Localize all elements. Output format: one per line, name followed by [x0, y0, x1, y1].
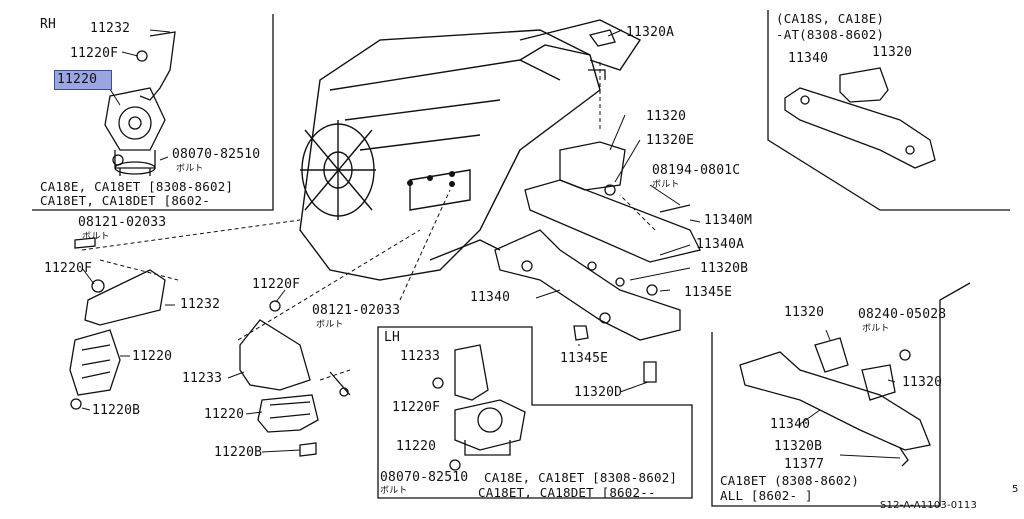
- part-11220B-mid[interactable]: 11220B: [214, 445, 263, 460]
- bolt-label-rh: ボルト: [176, 164, 204, 174]
- bolt-label-br: ボルト: [862, 324, 890, 334]
- part-11220-left[interactable]: 11220: [132, 349, 173, 364]
- part-11220F-rh[interactable]: 11220F: [70, 46, 119, 61]
- part-11220F-left[interactable]: 11220F: [44, 261, 93, 276]
- part-08121-02033-mid[interactable]: 08121-02033: [312, 303, 401, 318]
- part-08070-82510-lh[interactable]: 08070-82510: [380, 470, 469, 485]
- part-11320-br-b[interactable]: 11320: [902, 375, 943, 390]
- section-label-rh: RH: [40, 17, 57, 32]
- part-11345E-a[interactable]: 11345E: [684, 285, 733, 300]
- part-11320-tr[interactable]: 11320: [872, 45, 913, 60]
- lh-mount-drawing: [432, 344, 526, 471]
- note-lh-1: CA18E, CA18ET [8308-8602]: [484, 470, 678, 485]
- br-box-border: [711, 282, 971, 507]
- part-11220-mid[interactable]: 11220: [204, 407, 245, 422]
- note-br-1: CA18ET (8308-8602): [720, 473, 860, 488]
- note-rh-1: CA18E, CA18ET [8308-8602]: [40, 179, 234, 194]
- note-rh-2: CA18ET, CA18DET [8602-: [40, 193, 210, 208]
- part-11233-mid[interactable]: 11233: [182, 371, 223, 386]
- note-lh-2: CA18ET, CA18DET [8602--: [478, 485, 656, 500]
- note-br-2: ALL [8602- ]: [720, 488, 813, 503]
- part-11220-rh-selected[interactable]: 11220: [54, 70, 112, 90]
- part-11340A[interactable]: 11340A: [696, 237, 745, 252]
- part-11340M[interactable]: 11340M: [704, 213, 753, 228]
- part-11340-center[interactable]: 11340: [470, 290, 511, 305]
- part-11340-br[interactable]: 11340: [770, 417, 811, 432]
- part-08240-05028[interactable]: 08240-05028: [858, 307, 947, 322]
- part-11320B-center[interactable]: 11320B: [700, 261, 749, 276]
- part-11232-rh[interactable]: 11232: [90, 21, 131, 36]
- rh-mount-drawing: [104, 31, 176, 176]
- engine-bolt-dots: [407, 171, 455, 187]
- note-tr-2: -AT(8308-8602): [776, 27, 885, 42]
- part-11220-lh[interactable]: 11220: [396, 439, 437, 454]
- part-11320E[interactable]: 11320E: [646, 133, 695, 148]
- part-11320-br-a[interactable]: 11320: [784, 305, 825, 320]
- part-11233-lh[interactable]: 11233: [400, 349, 441, 364]
- note-tr-1: (CA18S, CA18E): [776, 11, 885, 26]
- section-label-lh: LH: [384, 330, 401, 345]
- engine-block-drawing: [299, 19, 642, 281]
- tr-box-border: [767, 10, 1010, 211]
- part-08070-82510-rh[interactable]: 08070-82510: [172, 147, 261, 162]
- bolt-label-center: ボルト: [652, 180, 680, 190]
- bolt-label-lh: ボルト: [380, 486, 408, 496]
- part-08121-02033-left[interactable]: 08121-02033: [78, 215, 167, 230]
- part-11320B-br[interactable]: 11320B: [774, 439, 823, 454]
- br-box-drawing: [739, 337, 931, 467]
- bolt-label-mid: ボルト: [316, 320, 344, 330]
- part-08194-0801C[interactable]: 08194-0801C: [652, 163, 741, 178]
- crossmember-drawing: [494, 29, 701, 383]
- tr-box-drawing: [784, 67, 936, 169]
- part-11377[interactable]: 11377: [784, 457, 825, 472]
- diagram-code: S12-A-A1103-0113: [880, 500, 978, 511]
- lh-box-border: [377, 326, 693, 499]
- part-11232-left[interactable]: 11232: [180, 297, 221, 312]
- part-11220F-lh[interactable]: 11220F: [392, 400, 441, 415]
- part-11320A[interactable]: 11320A: [626, 25, 675, 40]
- bolt-label-left: ボルト: [82, 232, 110, 242]
- part-11340-tr[interactable]: 11340: [788, 51, 829, 66]
- part-11320-center[interactable]: 11320: [646, 109, 687, 124]
- left-mount-drawing: [69, 237, 166, 410]
- part-11345E-b[interactable]: 11345E: [560, 351, 609, 366]
- part-11220F-mid[interactable]: 11220F: [252, 277, 301, 292]
- part-11320D[interactable]: 11320D: [574, 385, 623, 400]
- rh-box-border: [32, 14, 274, 211]
- edge-mark: 5: [1012, 484, 1019, 495]
- part-11220B-left[interactable]: 11220B: [92, 403, 141, 418]
